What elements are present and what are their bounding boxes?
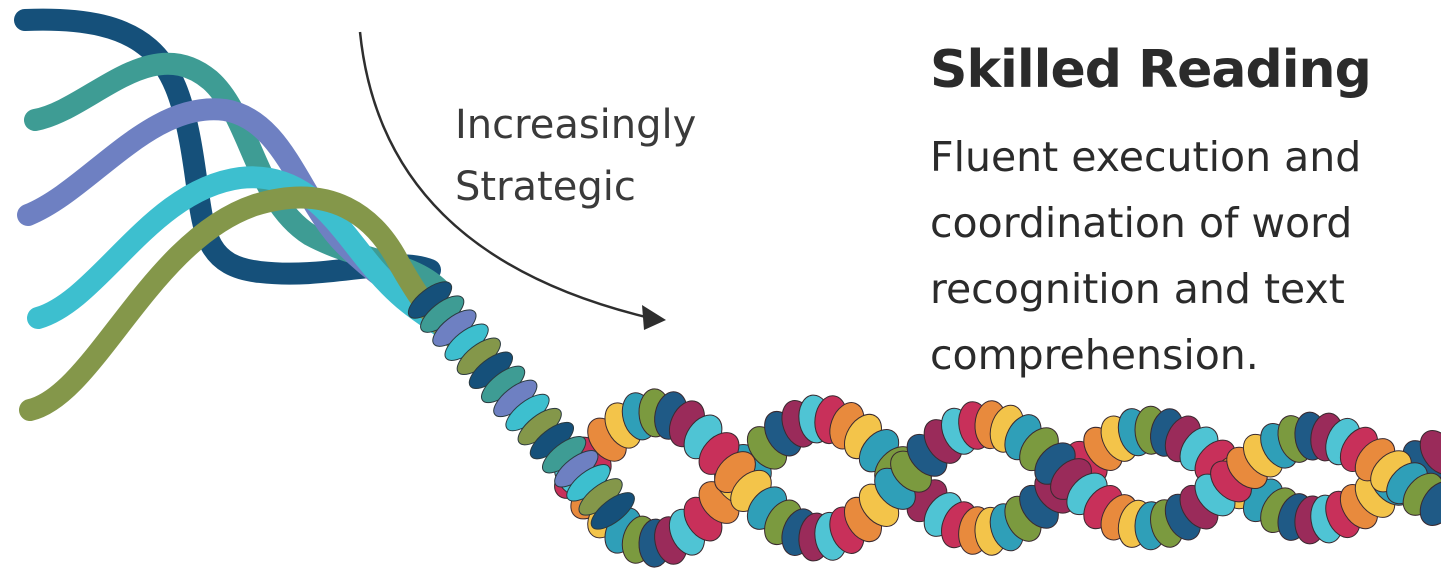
braided-rope [554,388,1441,568]
twist-segment [590,492,635,530]
description-line-4: comprehension. [930,331,1259,379]
description: Fluent execution and coordination of wor… [930,124,1430,388]
strand-1 [14,8,441,285]
arrow-label-line-1: Increasingly [455,102,697,148]
description-line-2: coordination of word [930,199,1353,247]
strand-4 [27,166,473,351]
description-line-1: Fluent execution and [930,133,1362,181]
page-title: Skilled Reading [930,40,1372,100]
braid-segment [1419,430,1441,475]
loose-strands [14,8,486,421]
arrow-head-icon [642,305,666,330]
curved-arrow [358,31,651,320]
arrow-label: Increasingly Strategic [455,94,696,218]
description-line-3: recognition and text [930,265,1345,313]
arrow-label-line-2: Strategic [455,164,636,210]
braid-segment [1419,481,1441,526]
twisted-rope [407,281,635,530]
